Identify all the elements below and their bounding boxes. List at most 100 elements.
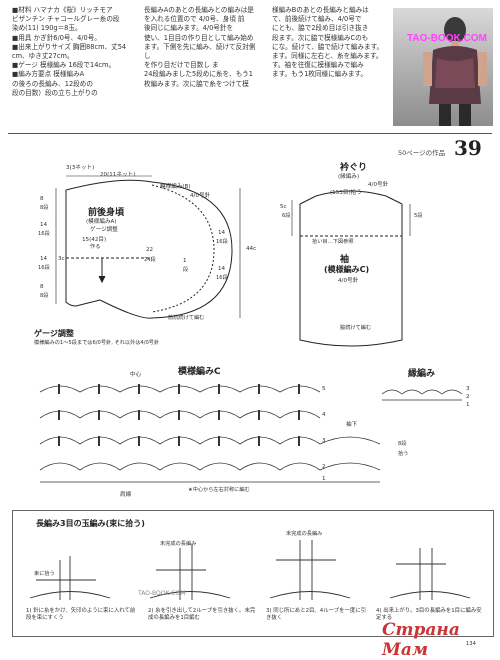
intro-line: の後ろの長編み、12段めの	[12, 79, 93, 88]
intro-line: cm、ゆき丈27cm。	[12, 52, 74, 61]
right-dim: 14	[218, 230, 226, 236]
pattern-b-boundary	[151, 184, 215, 313]
intro-line: ■材料 ハマナカ《桜》リッチモア	[12, 6, 113, 14]
howto-label-c: 未完成の長編み	[286, 531, 323, 537]
row-number: 3	[322, 438, 326, 444]
intro-line: 様編みBのあとの長編みと編みは	[272, 6, 369, 14]
one-a-label: 1	[183, 258, 187, 264]
shoulder-label: 肩線	[120, 492, 132, 498]
page-reference: 50ページの作品	[398, 149, 446, 157]
row-number: 5	[322, 386, 326, 392]
collar-count: (153目)拾う	[330, 190, 362, 196]
edge-row: 1	[466, 402, 470, 408]
gauge-note: 模様編みの1〜5段までは6/0号針, それ以外は4/0号針	[34, 340, 160, 346]
height-label: 44c	[246, 246, 257, 252]
stitch-count-note: 作る	[90, 244, 101, 250]
howto-box	[12, 510, 494, 637]
howto-label-b: 未完成の長編み	[160, 541, 197, 547]
pattern-b-label: 模様編み(B)	[160, 184, 191, 190]
intro-line: ます。同様に左右と、糸を編みます。	[272, 52, 383, 61]
underarm-label: 袖下	[346, 422, 358, 428]
top-width: 20(11ネット)	[100, 172, 136, 178]
left-dim: 14	[40, 222, 48, 228]
row-number: 1	[322, 476, 326, 482]
front-continue-note: 前続続けて編む	[168, 315, 205, 321]
right-dim: 16段	[216, 239, 228, 245]
sleeve-outline	[299, 236, 403, 347]
intro-line: 後同じに編みます。4/0号針を	[144, 24, 234, 33]
howto-step-1: 1) 針に糸をかけ、矢印のように束に入れて前段を束にすくう	[26, 608, 136, 621]
site-watermark: Страна Мам	[382, 620, 460, 660]
left-dim: 8段	[40, 205, 49, 211]
shoulder-lines	[299, 195, 403, 205]
collar-pattern: (縁編み)	[338, 174, 360, 180]
intro-line: す。袖を往復に模様編みで編み	[272, 61, 364, 70]
intro-line: て、前後続けて編み、4/0号で	[272, 15, 362, 24]
row-number: 2	[322, 464, 326, 470]
sleeve-title: 袖	[340, 255, 350, 265]
page-number: 39	[454, 136, 482, 160]
sleeve-hook: 4/0号針	[338, 278, 359, 284]
top-label: 3(3ネット)	[66, 165, 95, 171]
stitch-count: 15(42目)	[82, 237, 107, 243]
intro-line: ます。もう1枚同様に編みます。	[272, 70, 367, 79]
sleeve-pattern: (模様編みC)	[324, 265, 370, 274]
howto-step-3: 3) 同じ所にあと2目、4ループを一度に引き抜く	[266, 608, 367, 621]
intro-line: にとも、脇で2段め目は引き抜き	[272, 24, 369, 33]
chart-underarm-extension	[319, 436, 381, 471]
howto-title: 長編み3目の玉編み(束に拾う)	[36, 519, 145, 528]
right-dim: 14	[218, 266, 226, 272]
header-rule	[8, 133, 492, 134]
intro-column-3: 様編みBのあとの長編みと編みは て、前後続けて編み、4/0号で にとも、脇で2段…	[272, 6, 390, 80]
left-dim: 8	[40, 196, 44, 202]
intro-line: ■出来上がりサイズ 胸囲88cm、丈54	[12, 42, 127, 51]
center-dim: 22	[146, 247, 154, 253]
pattern-c-chart	[39, 385, 381, 483]
edge-chart	[381, 389, 463, 401]
sleeve-rows-right: 5段	[414, 213, 423, 219]
sleeve-sides	[299, 204, 403, 236]
chart-symmetry-note: ★中心から左右対称に編む	[188, 487, 250, 493]
intro-line: 段ます。次に脇で模様編みCのも	[272, 33, 369, 42]
right-dim: 16段	[216, 275, 228, 281]
photo-watermark: TAO-BOOK.COM	[407, 33, 487, 44]
center-dim-2: 24段	[144, 257, 156, 263]
sleeve-rows: 6段	[282, 213, 291, 219]
pattern-c-title: 模様編みC	[178, 367, 221, 377]
intro-line: 使い、1目目の作り目として編み始め	[144, 33, 254, 42]
sleeve-side-note: 脇続けて編む	[340, 325, 372, 331]
intro-line: ます。下側を先に編み、続けて反対側し	[144, 42, 256, 61]
body-left-edge	[65, 190, 101, 307]
intro-line: 長編みAのあとの長編みとの編みは是	[144, 6, 254, 14]
footer-page: 134	[466, 641, 476, 647]
howto-illustrations	[29, 540, 471, 600]
model-photo: TAO-BOOK.COM	[393, 8, 493, 126]
howto-step-4: 4) 出来上がり。3目の長編みを1目に編み安定する	[376, 608, 482, 621]
intro-line: を作り目だけで目数し ま	[144, 61, 219, 70]
howto-label-a: 束に拾う	[34, 571, 55, 577]
center-label: 中心	[130, 372, 142, 378]
body-right-curve	[151, 181, 233, 319]
intro-line: ビザンチン チャコールグレー糸の段	[12, 15, 120, 24]
pattern-b-hook: 4/0号針	[190, 193, 211, 199]
arrow-head	[98, 275, 106, 284]
model-figure-illustration	[423, 17, 487, 126]
intro-line: ■編み方要点 模様編みA	[12, 70, 85, 79]
collar-hook: 4/0号針	[368, 182, 389, 188]
intro-column-2: 長編みAのあとの長編みとの編みは是 を入れる位置ので 4/0号、身頃 前 後同じ…	[144, 6, 262, 89]
body-bottom-curve	[99, 299, 153, 319]
intro-line: 染め(11) 190g＝8玉。	[12, 24, 82, 33]
gauge-title: ゲージ調整	[34, 329, 74, 338]
sleeve-pickup-note: 拾い目…下図参照	[312, 239, 354, 245]
intro-line: を入れる位置ので 4/0号、身頃 前	[144, 15, 245, 24]
edge-row: 3	[466, 386, 470, 392]
intro-line: 枚編みます。次に脇で糸をつけて模	[144, 79, 249, 88]
body-title: 前後身頃	[88, 208, 125, 218]
three-c-label: 3c	[58, 256, 65, 262]
left-dim: 14	[40, 256, 48, 262]
howto-step-2: 2) 糸を引き出して2ループを引き抜く。未完成の長編みを1目編む	[148, 608, 256, 621]
intro-line: にな。続けて、脇で続けて編みます。	[272, 42, 384, 51]
intro-line: ■用具 かぎ針6/0号、4/0号。	[12, 33, 101, 42]
row-number: 4	[322, 412, 326, 418]
